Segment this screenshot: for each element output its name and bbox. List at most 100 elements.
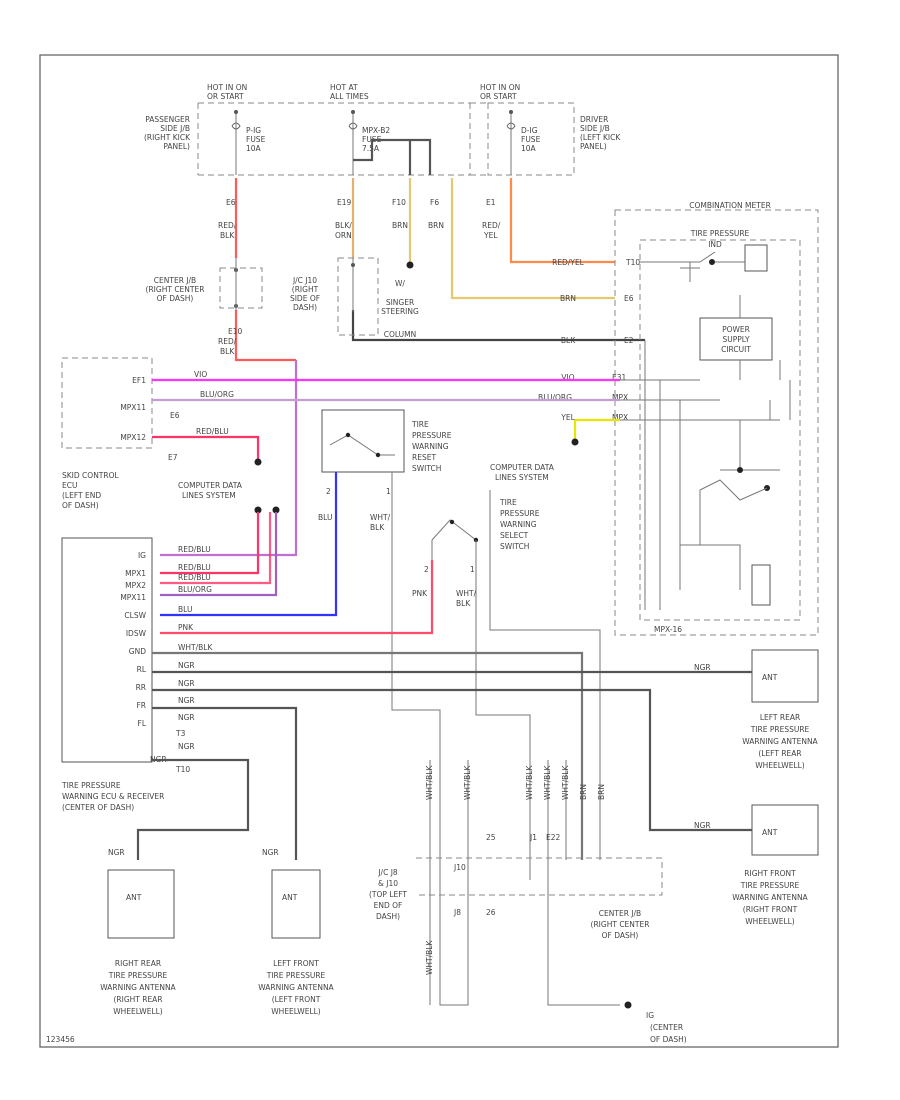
ecu-label-3: (CENTER OF DASH) bbox=[62, 803, 134, 812]
antenna-rr-1: RIGHT REAR bbox=[115, 959, 161, 968]
antenna-lr-2: TIRE PRESSURE bbox=[750, 725, 810, 734]
vwire-5: WHT/BLK bbox=[425, 940, 434, 975]
cdl1-line2: LINES SYSTEM bbox=[182, 491, 236, 500]
ecu-pin-clsw: CLSW bbox=[124, 611, 146, 620]
ant-ngr-lf: NGR bbox=[262, 848, 279, 857]
ecu-pin-rr: RR bbox=[136, 683, 146, 692]
fuse-mid-hot2: ALL TIMES bbox=[330, 92, 369, 101]
antenna-right-rear-ant: ANT bbox=[126, 893, 142, 902]
e10-pin: E10 bbox=[228, 327, 243, 336]
ecu-wire-11: NGR bbox=[178, 742, 195, 751]
jc-j10-box bbox=[337, 257, 379, 336]
tag-sw2: 1 bbox=[386, 487, 391, 496]
tag-blu: BLU bbox=[318, 513, 332, 522]
jc-j10-line1: J/C J10 bbox=[292, 276, 317, 285]
jc-j8-5: DASH) bbox=[376, 912, 400, 921]
steering-line4: COLUMN bbox=[384, 330, 417, 339]
antenna-lr-4: (LEFT REAR bbox=[758, 749, 801, 758]
wire-black-jc10 bbox=[351, 310, 645, 342]
center-jb1-line3: OF DASH) bbox=[157, 294, 194, 303]
ecu-pin-fr: FR bbox=[136, 701, 146, 710]
steering-line3: STEERING bbox=[381, 307, 419, 316]
antenna-lr-3: WARNING ANTENNA bbox=[742, 737, 818, 746]
antenna-lf-5: WHEELWELL) bbox=[271, 1007, 321, 1016]
vertical-wire-labels: WHT/BLK WHT/BLK WHT/BLK WHT/BLK WHT/BLK … bbox=[425, 765, 606, 975]
ecu-wire-7: NGR bbox=[178, 661, 195, 670]
pin-e19: E19 bbox=[337, 198, 352, 207]
bottom-ground-dot bbox=[624, 1001, 632, 1009]
meter-pin-3: E2 bbox=[624, 336, 634, 345]
wire-e19-1: BLK/ bbox=[335, 221, 352, 230]
jc-j8-2: & J10 bbox=[378, 879, 398, 888]
antenna-lf-3: WARNING ANTENNA bbox=[258, 983, 334, 992]
meter-inner-box bbox=[639, 239, 801, 621]
pin-e22: E22 bbox=[546, 833, 561, 842]
antenna-rf-3: WARNING ANTENNA bbox=[732, 893, 808, 902]
antenna-right-rear-box bbox=[107, 869, 175, 939]
combination-meter-title: COMBINATION METER bbox=[689, 201, 771, 210]
vwire-3: WHT/BLK bbox=[543, 765, 552, 800]
pin-e6: E6 bbox=[226, 198, 236, 207]
vwire-7: BRN bbox=[597, 784, 606, 800]
mid-fuse-loop bbox=[353, 138, 432, 175]
antenna-lf-1: LEFT FRONT bbox=[273, 959, 319, 968]
bottom-jb-box bbox=[416, 857, 663, 896]
skid-pin-5: E7 bbox=[168, 453, 178, 462]
antenna-right-front-box bbox=[751, 804, 819, 856]
antenna-left-front-box bbox=[271, 869, 321, 939]
fuse-right-symbol bbox=[506, 110, 516, 175]
skid-pin-2: MPX11 bbox=[120, 403, 146, 412]
ecu-wire-8: NGR bbox=[178, 679, 195, 688]
select-line4: SELECT bbox=[500, 531, 529, 540]
center-jb1-line2: (RIGHT CENTER bbox=[146, 285, 205, 294]
antenna-rf-2: TIRE PRESSURE bbox=[740, 881, 800, 890]
center-jb2-2: (RIGHT CENTER bbox=[591, 920, 650, 929]
antenna-lr-5: WHEELWELL) bbox=[755, 761, 805, 770]
jb-passenger-line2: SIDE J/B bbox=[160, 124, 190, 133]
ecu-wire-10: NGR bbox=[178, 713, 195, 722]
tag-whtblk2: BLK bbox=[370, 523, 385, 532]
tag-whtblk: WHT/ bbox=[370, 513, 391, 522]
meter-lamp bbox=[744, 244, 768, 272]
antenna-left-rear-box bbox=[751, 649, 819, 703]
ecu-pin-list: IG MPX1 MPX2 MPX11 CLSW IDSW GND RL RR F… bbox=[120, 551, 190, 774]
antenna-rf-4: (RIGHT FRONT bbox=[743, 905, 798, 914]
steering-line2: SINGER bbox=[386, 298, 414, 307]
antenna-rr-5: WHEELWELL) bbox=[113, 1007, 163, 1016]
tag-sw4: 1 bbox=[470, 565, 475, 574]
ecu-label-2: WARNING ECU & RECEIVER bbox=[62, 792, 164, 801]
ecu-pin-fl: FL bbox=[138, 719, 147, 728]
meter-lamp-label2: IND bbox=[708, 240, 722, 249]
wire-e6-1: RED/ bbox=[218, 221, 237, 230]
fuse-mid-hot: HOT AT bbox=[330, 83, 358, 92]
pin-e1: E1 bbox=[486, 198, 496, 207]
reset-switch-box bbox=[321, 409, 405, 473]
ecu-wire-0: RED/BLU bbox=[178, 545, 211, 554]
fuse-mid-name: MPX-B2 bbox=[362, 126, 390, 135]
antenna-rf-5: WHEELWELL) bbox=[745, 917, 795, 926]
antenna-left-rear-ant: ANT bbox=[762, 673, 778, 682]
meter-pin-6: MPX bbox=[612, 413, 628, 422]
center-jb1-line1: CENTER J/B bbox=[154, 276, 196, 285]
select-line3: WARNING bbox=[500, 520, 537, 529]
ant-ngr-lr: NGR bbox=[694, 663, 711, 672]
center-jb2-3: OF DASH) bbox=[602, 931, 639, 940]
meter-wire-6: YEL bbox=[560, 413, 575, 422]
reset-line5: SWITCH bbox=[412, 464, 441, 473]
skid-label-4: OF DASH) bbox=[62, 501, 99, 510]
antenna-lr-1: LEFT REAR bbox=[760, 713, 800, 722]
fuse-left-amp: 10A bbox=[246, 144, 262, 153]
meter-wire-4: VIO bbox=[561, 373, 574, 382]
tag-sw1: 2 bbox=[326, 487, 331, 496]
wire-brn-2: BRN bbox=[428, 221, 444, 230]
fuse-right-name: D-IG bbox=[521, 126, 538, 135]
fuse-right-hot: HOT IN ON bbox=[480, 83, 520, 92]
ground-dot-f10 bbox=[406, 261, 414, 269]
select-line5: SWITCH bbox=[500, 542, 529, 551]
wire-blu-clsw bbox=[160, 472, 338, 617]
ecu-pin-ig: IG bbox=[138, 551, 146, 560]
antenna-lf-2: TIRE PRESSURE bbox=[266, 971, 326, 980]
skid-pin-1: EF1 bbox=[132, 376, 146, 385]
meter-lamp-label: TIRE PRESSURE bbox=[690, 229, 750, 238]
wire-whtblk-select bbox=[475, 560, 531, 860]
